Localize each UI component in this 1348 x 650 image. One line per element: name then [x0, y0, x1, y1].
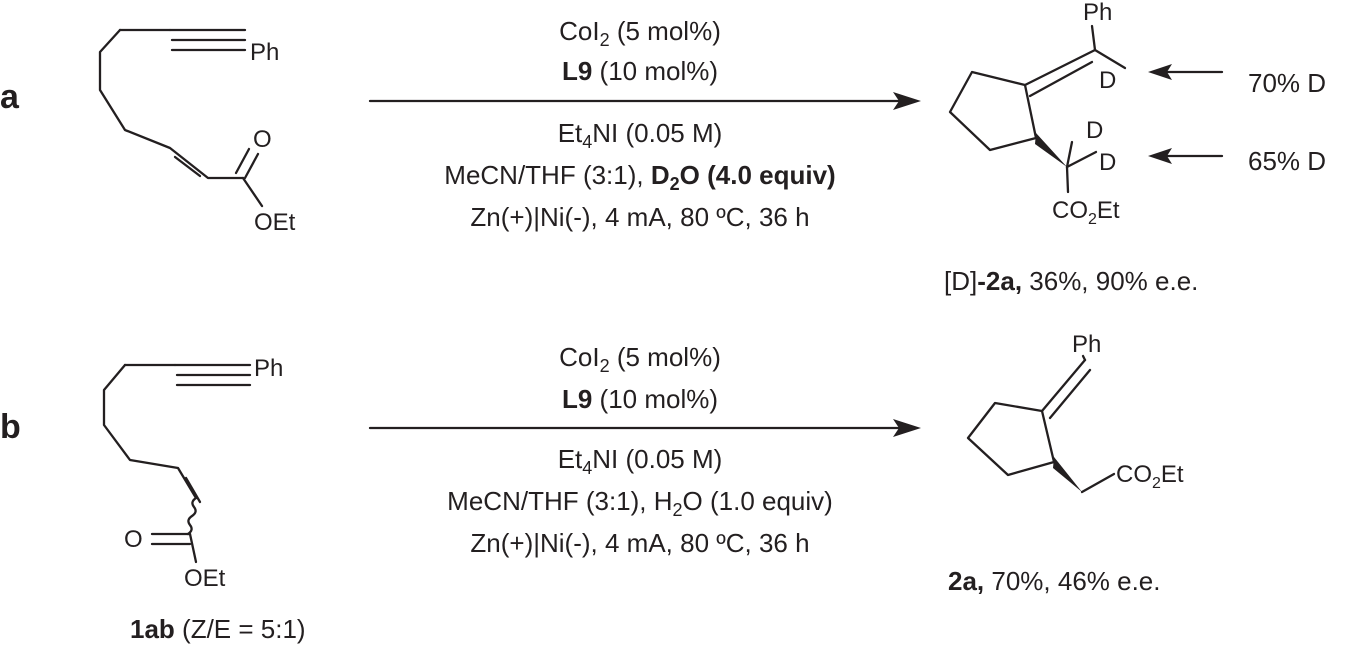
product-a-caption: [D]-2a, 36%, 90% e.e. — [944, 266, 1198, 296]
product-a-ester: CO2Et — [1052, 197, 1120, 228]
product-a-d-vinyl: D — [1099, 67, 1116, 94]
product-b-structure — [966, 354, 1116, 494]
substrate-b-o: O — [124, 526, 143, 553]
substrate-b-caption: 1ab (Z/E = 5:1) — [130, 614, 306, 644]
reaction-arrow-b — [368, 419, 921, 437]
substrate-a-oet: OEt — [254, 209, 296, 236]
product-b-ester: CO2Et — [1116, 461, 1184, 492]
catalyst-a: CoI2 (5 mol%) — [559, 16, 721, 50]
electrolysis-a: Zn(+)|Ni(-), 4 mA, 80 ºC, 36 h — [470, 202, 809, 232]
product-a-ph: Ph — [1083, 0, 1112, 26]
solvent-additive-b: MeCN/THF (3:1), H2O (1.0 equiv) — [447, 486, 833, 520]
electrolyte-b: Et4NI (0.05 M) — [558, 444, 723, 478]
ligand-a: L9 (10 mol%) — [562, 56, 718, 86]
panel-label-a: a — [0, 78, 20, 116]
panel-label-b: b — [0, 408, 21, 446]
incorporation-arrow-methylene — [1148, 148, 1224, 164]
substrate-a-ph: Ph — [250, 39, 279, 66]
substrate-a-o: O — [253, 126, 272, 153]
substrate-b-structure — [102, 363, 252, 564]
ligand-b: L9 (10 mol%) — [562, 384, 718, 414]
electrolysis-b: Zn(+)|Ni(-), 4 mA, 80 ºC, 36 h — [470, 528, 809, 558]
product-a-d-lower: D — [1099, 149, 1116, 176]
catalyst-b: CoI2 (5 mol%) — [559, 342, 721, 376]
electrolyte-a: Et4NI (0.05 M) — [558, 118, 723, 152]
incorporation-methylene: 65% D — [1248, 146, 1326, 176]
product-a-d-upper: D — [1086, 117, 1103, 144]
solvent-additive-a: MeCN/THF (3:1), D2O (4.0 equiv) — [444, 160, 835, 194]
substrate-a-structure — [98, 28, 264, 208]
incorporation-vinyl: 70% D — [1248, 68, 1326, 98]
reaction-arrow-a — [368, 92, 921, 110]
incorporation-arrow-vinyl — [1148, 64, 1224, 80]
product-b-ph: Ph — [1072, 331, 1101, 358]
product-a-structure — [948, 24, 1127, 194]
product-b-caption: 2a, 70%, 46% e.e. — [948, 566, 1161, 596]
substrate-b-oet: OEt — [184, 565, 226, 592]
substrate-b-ph: Ph — [254, 355, 283, 382]
